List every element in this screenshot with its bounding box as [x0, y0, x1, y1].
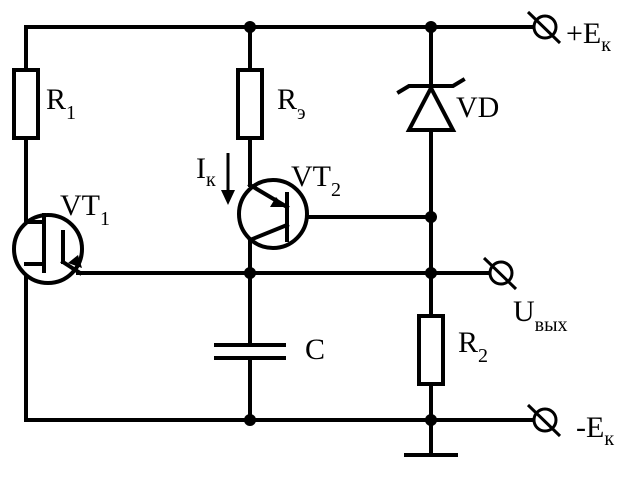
capacitor-c: [214, 343, 286, 360]
resistor-re: [236, 68, 264, 140]
junction-dot: [425, 414, 437, 426]
wires: [24, 25, 535, 457]
label-re: Rэ: [277, 83, 306, 124]
label-minus-e: -Eк: [576, 411, 614, 450]
resistor-r2: [417, 314, 445, 386]
junction-dot: [244, 414, 256, 426]
transistor-vt1: [12, 213, 84, 285]
junction-dot: [425, 267, 437, 279]
junction-dot: [244, 267, 256, 279]
label-vt2: VT2: [291, 160, 341, 201]
terminal-u-out: [482, 256, 518, 291]
terminal-minus-e: [526, 403, 562, 438]
label-ik: Iк: [196, 152, 216, 191]
resistor-r1: [12, 68, 40, 140]
junction-dot: [425, 211, 437, 223]
label-u-out: Uвых: [513, 295, 568, 336]
terminal-plus-e: [526, 10, 562, 45]
label-vd: VD: [456, 91, 499, 124]
transistor-vt2: [237, 178, 309, 250]
junction-dot: [244, 21, 256, 33]
label-r1: R1: [46, 83, 76, 124]
junction-dot: [425, 21, 437, 33]
zener-diode-vd: [396, 77, 466, 132]
label-c: C: [305, 333, 325, 366]
label-r2: R2: [458, 326, 488, 367]
label-vt1: VT1: [60, 189, 110, 230]
label-plus-e: +Eк: [566, 17, 611, 56]
junctions: [244, 21, 437, 426]
current-arrow-ik: [221, 153, 235, 205]
